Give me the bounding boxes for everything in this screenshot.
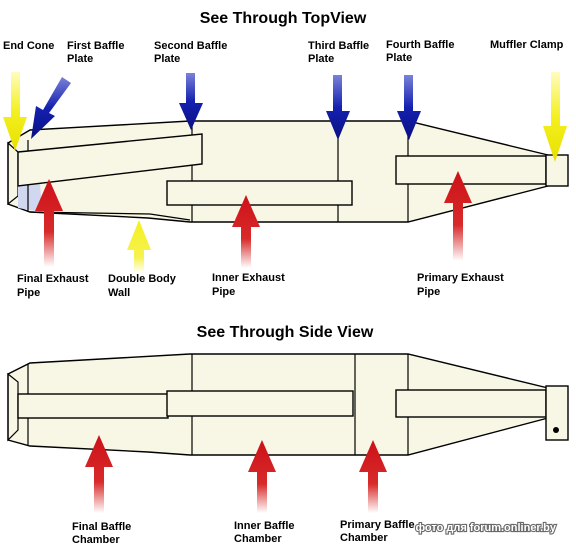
final-exhaust-label-2: Pipe — [17, 287, 40, 299]
side-view-muffler — [7, 353, 569, 456]
final-exhaust-label: Final Exhaust — [17, 273, 89, 285]
third-baffle-arrow — [326, 75, 350, 140]
side-primary-pipe — [395, 389, 547, 418]
first-baffle-label: First Baffle — [67, 40, 124, 52]
inner-exhaust-arrow — [232, 195, 260, 268]
inner-exhaust-label-2: Pipe — [212, 286, 235, 298]
second-baffle-label: Second Baffle — [154, 40, 227, 52]
watermark: фото для forum.onliner.by — [415, 522, 556, 534]
side-end-cone — [7, 372, 19, 442]
first-baffle-label-2: Plate — [67, 53, 93, 65]
primary-chamber-label: Primary Baffle — [340, 519, 415, 531]
primary-chamber-arrow — [359, 440, 387, 513]
primary-exhaust-arrow — [444, 171, 472, 261]
primary-exhaust-label: Primary Exhaust — [417, 272, 504, 284]
top-view-muffler — [7, 120, 569, 223]
third-baffle-label-2: Plate — [308, 53, 334, 65]
double-body-label: Double Body — [108, 273, 177, 285]
inner-chamber-label-2: Chamber — [234, 533, 282, 545]
side-inner-pipe — [166, 390, 354, 417]
fourth-baffle-label-2: Plate — [386, 52, 412, 64]
end-cone-label: End Cone — [3, 40, 54, 52]
double-body-label-2: Wall — [108, 287, 130, 299]
muffler-clamp-arrow — [543, 72, 567, 162]
final-chamber-label: Final Baffle — [72, 521, 131, 533]
inner-chamber-label: Inner Baffle — [234, 520, 295, 532]
clamp-bolt — [553, 427, 559, 433]
double-body-wall-arrow — [127, 220, 151, 273]
inner-exhaust-label: Inner Exhaust — [212, 272, 285, 284]
top-view-title: See Through TopView — [200, 10, 367, 27]
primary-exhaust-label-2: Pipe — [417, 286, 440, 298]
inner-exhaust-pipe — [166, 180, 353, 206]
final-exhaust-arrow — [35, 179, 63, 267]
fourth-baffle-arrow — [397, 75, 421, 140]
final-exhaust-pipe — [17, 133, 203, 187]
third-baffle-label: Third Baffle — [308, 40, 369, 52]
second-baffle-label-2: Plate — [154, 53, 180, 65]
inner-chamber-arrow — [248, 440, 276, 513]
primary-exhaust-pipe — [395, 155, 547, 185]
fourth-baffle-label: Fourth Baffle — [386, 39, 454, 51]
side-view-title: See Through Side View — [197, 324, 374, 341]
end-cone-arrow — [3, 72, 27, 151]
final-chamber-arrow — [85, 435, 113, 513]
final-chamber-label-2: Chamber — [72, 534, 120, 546]
first-baffle-arrow — [31, 77, 71, 139]
side-muffler-clamp — [545, 385, 569, 441]
primary-chamber-label-2: Chamber — [340, 532, 388, 544]
side-final-pipe — [17, 393, 169, 419]
final-exhaust-pipe-end — [18, 183, 42, 212]
muffler-clamp-label: Muffler Clamp — [490, 39, 564, 51]
second-baffle-arrow — [179, 73, 203, 130]
double-wall-line — [29, 211, 191, 221]
muffler-clamp — [545, 154, 569, 187]
